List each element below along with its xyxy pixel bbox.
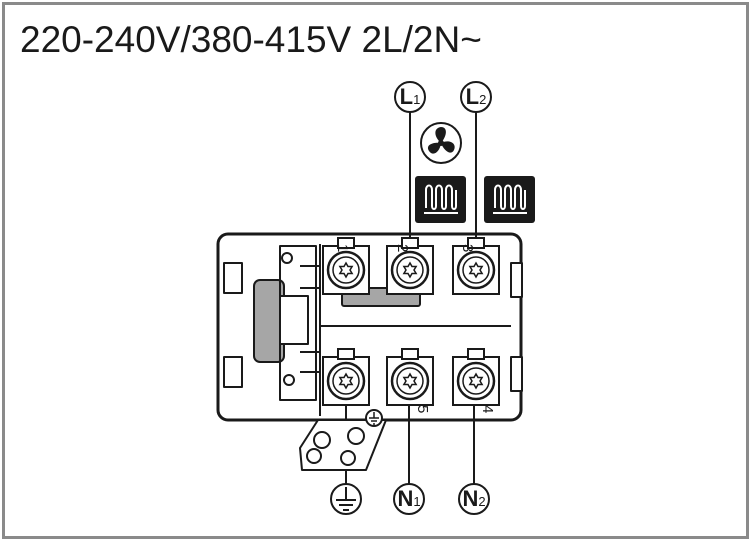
terminal-screw-bottom-1 <box>322 348 370 406</box>
connection-n1-sub: 1 <box>413 494 420 509</box>
connection-l1-sub: 1 <box>413 92 420 107</box>
connection-n2-sub: 2 <box>478 494 485 509</box>
heating-element-icon <box>415 176 466 223</box>
mounting-clips-left <box>223 262 243 388</box>
svg-text:N1: N1 <box>397 486 420 511</box>
earth-ground-icon <box>330 483 362 515</box>
terminal-number-4: 4 <box>479 405 496 413</box>
svg-text:N2: N2 <box>462 486 485 511</box>
connection-n2: N2 <box>458 483 490 515</box>
terminal-number-1: 1 <box>334 244 351 252</box>
fan-icon <box>420 122 462 164</box>
connection-l1: L1 <box>394 81 426 113</box>
svg-text:L2: L2 <box>466 84 487 109</box>
terminal-screw-bottom-3 <box>452 348 500 406</box>
voltage-title: 220-240V/380-415V 2L/2N~ <box>20 19 482 60</box>
terminal-screw-top-1 <box>322 237 370 295</box>
heating-element-icon <box>484 176 535 223</box>
connection-n1: N1 <box>393 483 425 515</box>
connection-l2-letter: L <box>466 84 479 109</box>
terminal-screw-top-3 <box>452 237 500 295</box>
terminal-numbers: 1 2 3 5 4 <box>334 244 496 413</box>
earth-plate <box>299 409 387 471</box>
connection-n1-letter: N <box>397 486 413 511</box>
terminal-number-3: 3 <box>459 244 476 252</box>
connection-l2-sub: 2 <box>479 92 486 107</box>
connection-labels: L1 L2 N1 N2 <box>330 81 492 515</box>
terminal-number-2: 2 <box>394 244 411 252</box>
terminal-number-5: 5 <box>414 405 431 413</box>
svg-text:L1: L1 <box>400 84 421 109</box>
mounting-clips-right <box>510 262 523 392</box>
terminal-screw-bottom-2 <box>386 348 434 406</box>
connection-l2: L2 <box>460 81 492 113</box>
connection-n2-letter: N <box>462 486 478 511</box>
terminal-screws <box>322 237 500 406</box>
left-bracket <box>253 245 320 401</box>
terminal-screw-top-2 <box>386 237 434 295</box>
connection-l1-letter: L <box>400 84 413 109</box>
